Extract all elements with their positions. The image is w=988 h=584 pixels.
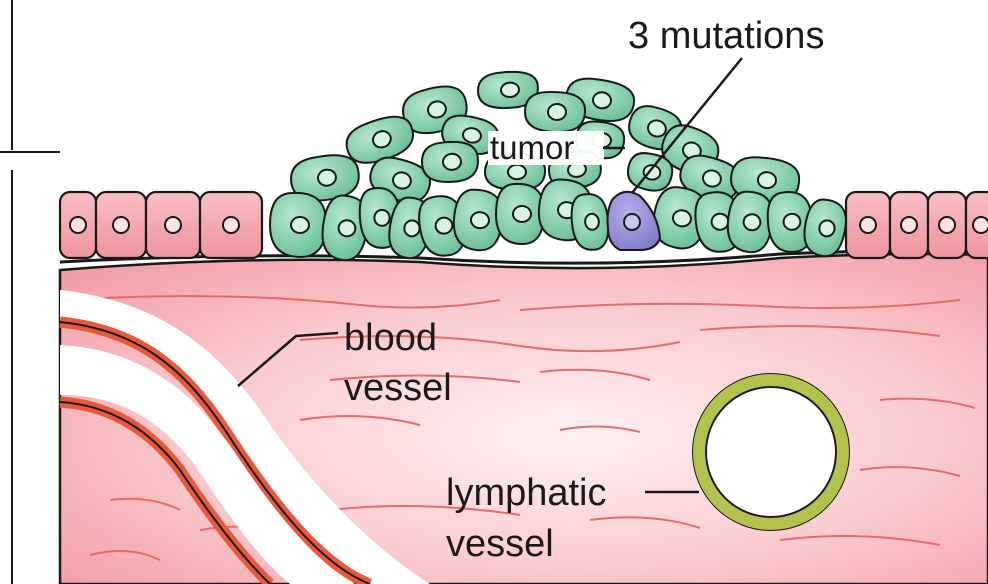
normal-cell	[846, 192, 890, 258]
lymphatic-vessel	[693, 374, 849, 530]
nucleus	[470, 211, 489, 229]
tumor-cell	[496, 184, 544, 244]
tumor-cell	[270, 193, 326, 257]
normal-cell	[96, 192, 146, 258]
nucleus	[500, 82, 519, 98]
nucleus	[113, 217, 129, 233]
nucleus	[584, 213, 599, 230]
tumor-mass	[270, 69, 850, 262]
nucleus	[757, 171, 776, 189]
nucleus	[442, 153, 461, 171]
tumor-label: tumor	[490, 129, 574, 166]
mutations-label: 3 mutations	[628, 15, 824, 57]
normal-cell	[200, 192, 262, 258]
nucleus	[973, 217, 988, 233]
normal-cell	[966, 192, 988, 258]
nucleus	[783, 213, 801, 230]
tumor-cell	[420, 140, 479, 185]
frame-lines	[0, 0, 60, 584]
normal-cell	[146, 192, 200, 258]
nucleus	[901, 217, 917, 233]
mutant-cell-nucleus	[624, 214, 640, 230]
blood-vessel-label-line1: blood	[344, 317, 437, 359]
nucleus	[513, 206, 531, 222]
nucleus	[860, 217, 876, 233]
normal-cell	[60, 192, 96, 258]
nucleus	[743, 213, 761, 231]
blood-vessel-label-line2: vessel	[344, 367, 452, 409]
nucleus	[70, 217, 86, 233]
tumor-cell	[525, 92, 585, 132]
tumor-cell	[569, 192, 611, 252]
nucleus	[291, 217, 309, 233]
nucleus	[165, 217, 181, 233]
lymphatic-label-line2: vessel	[446, 523, 554, 565]
lymphatic-label-line1: lymphatic	[446, 472, 607, 514]
mutant-cell	[608, 192, 661, 250]
nucleus	[548, 104, 566, 120]
nucleus	[939, 217, 955, 233]
nucleus	[223, 217, 239, 233]
nucleus	[508, 165, 526, 179]
nucleus	[374, 209, 391, 226]
normal-cell	[890, 192, 928, 258]
normal-cell	[928, 192, 966, 258]
